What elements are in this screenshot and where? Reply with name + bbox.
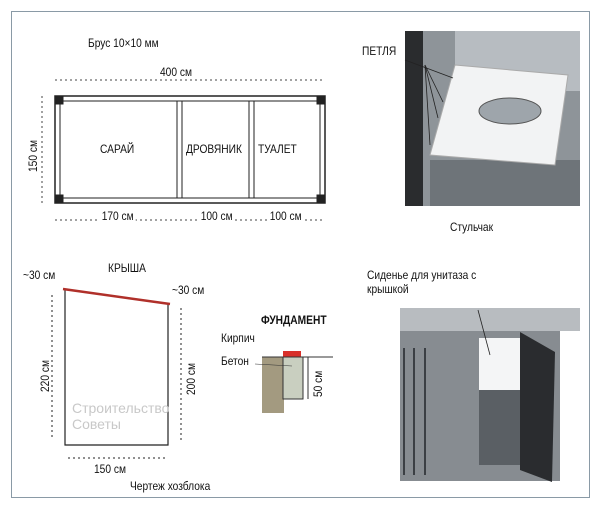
plan-length-label: 400 см [160, 65, 192, 79]
foundation-depth-label: 50 см [311, 370, 325, 397]
depth-label: 150 см [94, 462, 126, 476]
hinge-label: ПЕТЛЯ [362, 44, 397, 58]
brick-label: Кирпич [221, 331, 255, 345]
back-height-label: 200 см [184, 363, 198, 395]
beam-size-label: Брус 10×10 мм [88, 36, 159, 50]
room-size-woodshed: 100 см [199, 209, 235, 223]
seat-photo [404, 31, 580, 206]
room-label-woodshed: ДРОВЯНИК [186, 142, 242, 156]
overhang-right-label: ~30 см [172, 283, 205, 297]
drawing-caption: Чертеж хозблока [130, 479, 211, 493]
foundation-section [254, 351, 333, 413]
page-border [11, 11, 590, 498]
toilet-seat-label: Сиденье для унитаза с крышкой [367, 268, 477, 296]
plan-width-label: 150 см [26, 140, 40, 172]
room-label-shed: САРАЙ [100, 142, 135, 156]
side-view [51, 287, 182, 459]
room-label-toilet: ТУАЛЕТ [258, 142, 297, 156]
front-height-label: 220 см [38, 360, 52, 392]
room-size-toilet: 100 см [268, 209, 304, 223]
watermark-line2: Советы [72, 416, 121, 432]
concrete-label: Бетон [221, 354, 249, 368]
roof-label: КРЫША [108, 261, 146, 275]
overhang-left-label: ~30 см [23, 268, 56, 282]
foundation-title: ФУНДАМЕНТ [261, 313, 327, 327]
roof-line [62, 287, 171, 306]
room-size-shed: 170 см [100, 209, 136, 223]
watermark-line1: Строительство [72, 400, 170, 416]
floor-plan [54, 95, 326, 204]
seat-caption: Стульчак [450, 220, 494, 234]
shed-photo [400, 308, 580, 482]
